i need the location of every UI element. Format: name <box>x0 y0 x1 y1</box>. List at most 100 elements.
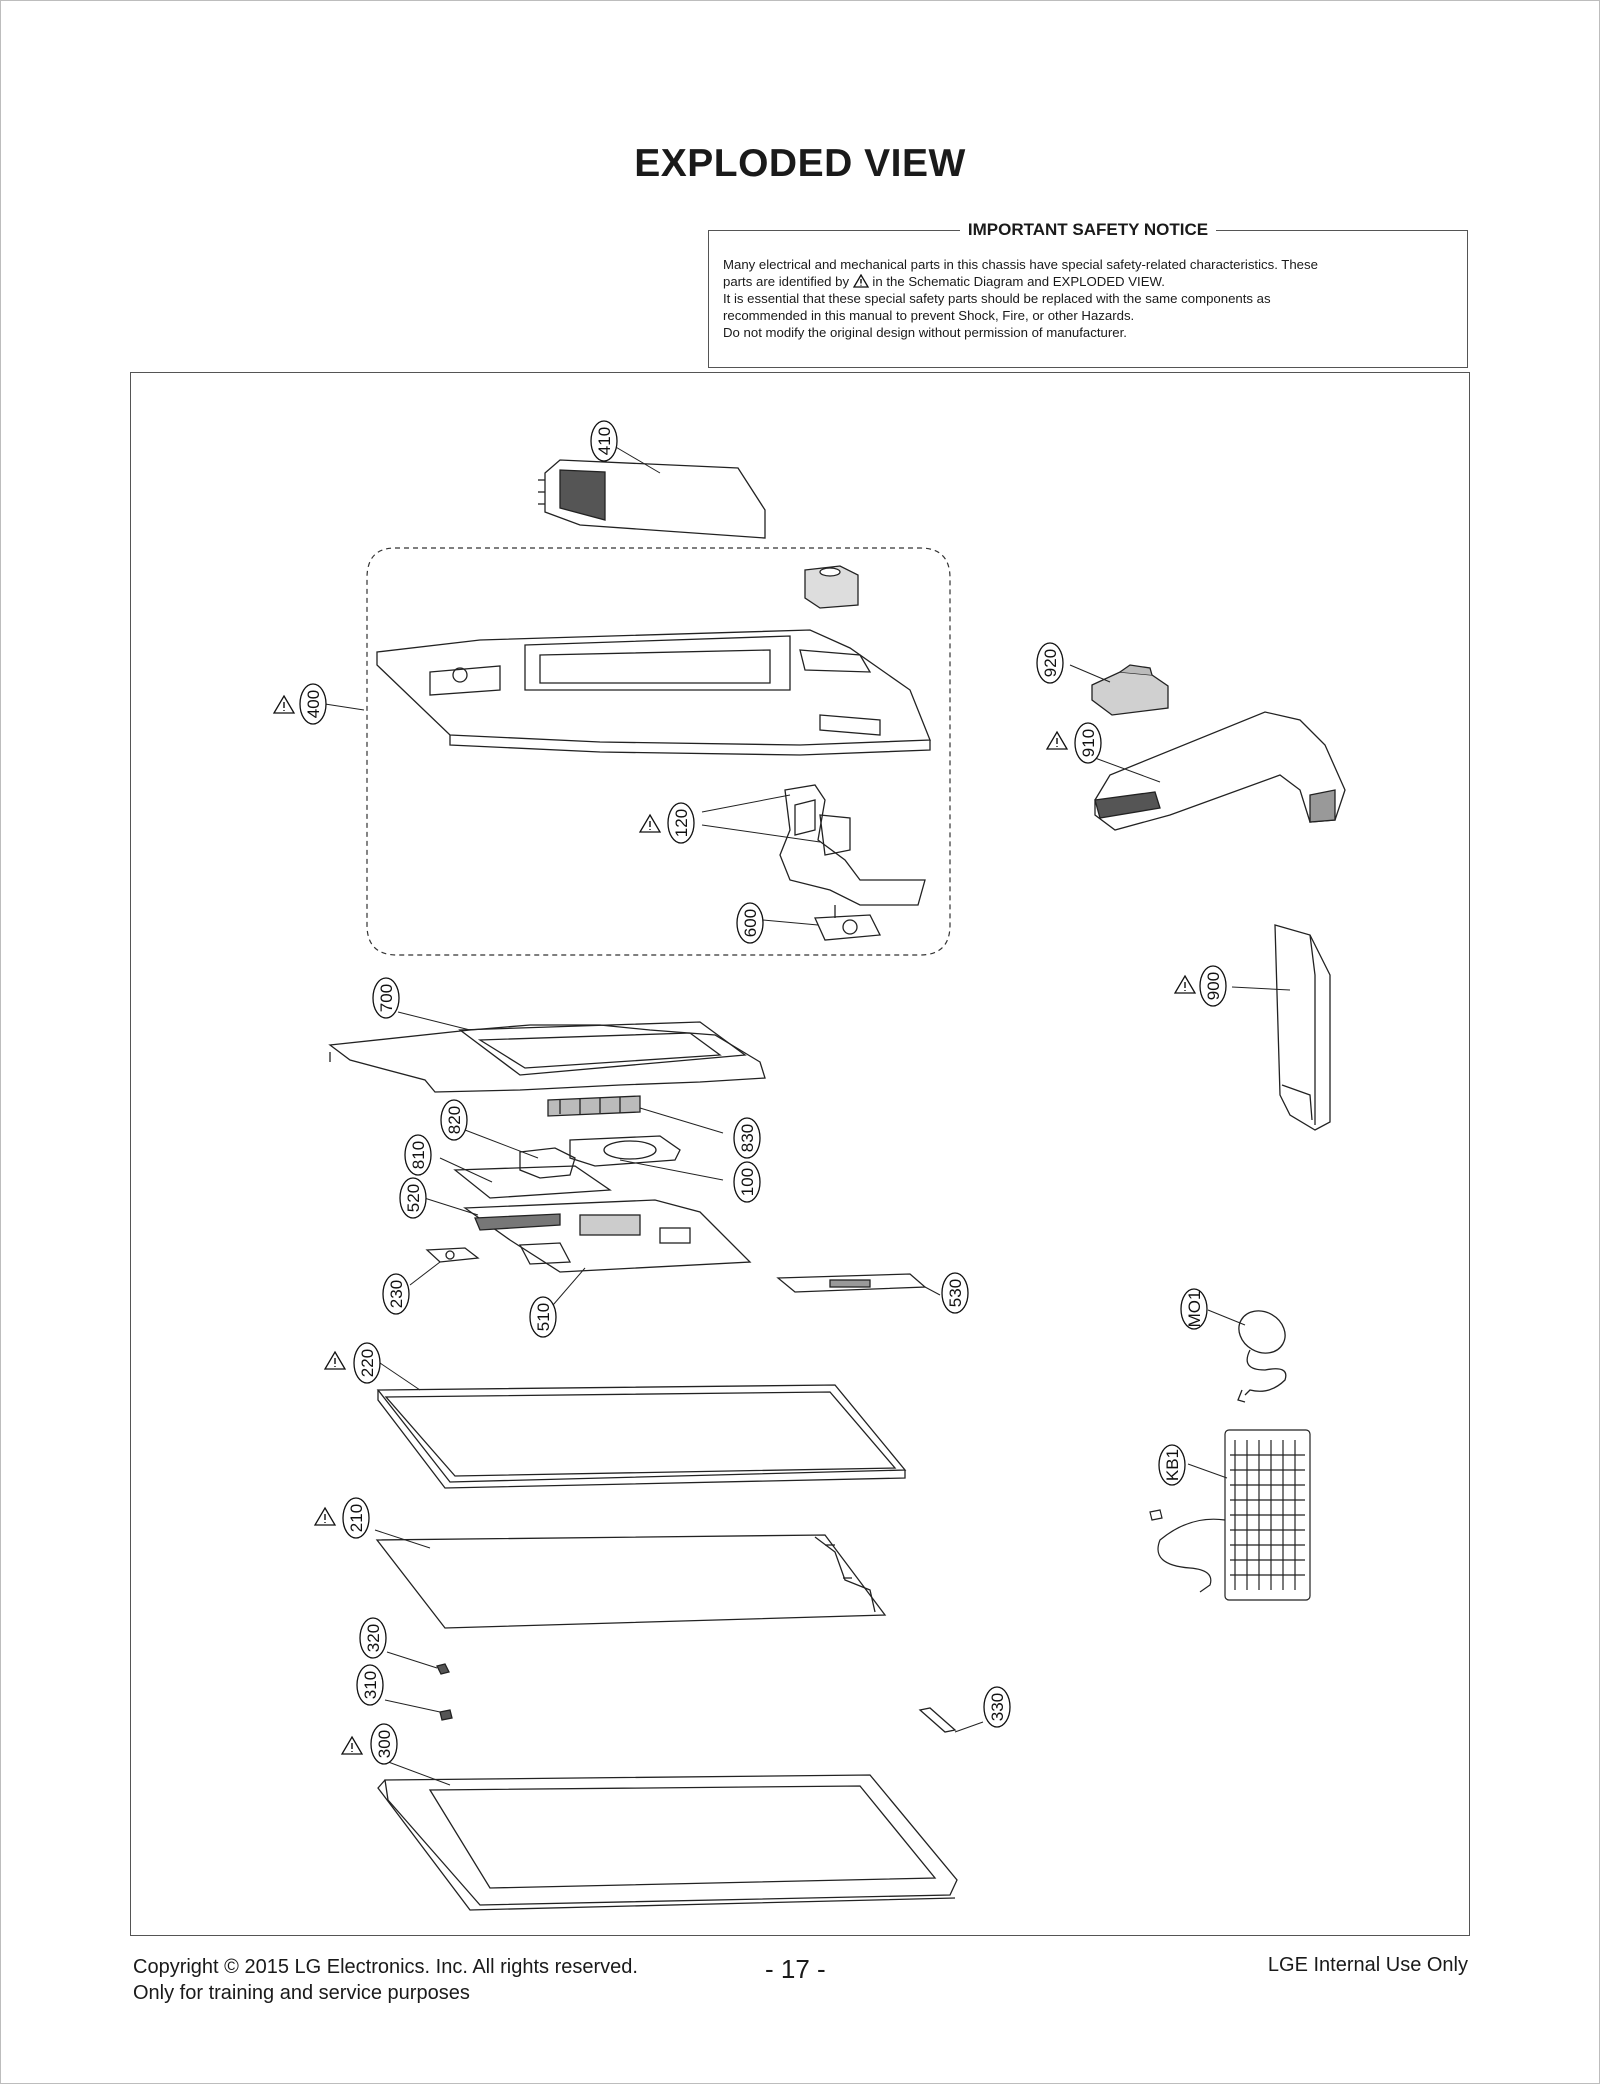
part-330-cable-drawing <box>918 1707 957 1733</box>
part-hinge-block-drawing <box>804 565 859 609</box>
balloon-310: 310 <box>356 1664 384 1706</box>
balloon-510-text: 510 <box>534 1303 553 1331</box>
part-100-fan-drawing <box>569 1135 681 1167</box>
part-320-clip-drawing <box>436 1663 450 1675</box>
notice-line-4: recommended in this manual to prevent Sh… <box>723 308 1135 323</box>
balloon-320-text: 320 <box>364 1624 383 1652</box>
balloon-700-text: 700 <box>377 984 396 1012</box>
part-310-clip-drawing <box>439 1709 453 1721</box>
balloon-810: 810 <box>404 1134 432 1176</box>
warning-icon-220 <box>324 1351 346 1370</box>
balloon-300-text: 300 <box>375 1730 394 1758</box>
safety-notice-box: IMPORTANT SAFETY NOTICE Many electrical … <box>708 220 1468 368</box>
warning-icon-400 <box>273 695 295 714</box>
balloon-kb1: KB1 <box>1158 1444 1186 1486</box>
balloon-530: 530 <box>941 1272 969 1314</box>
balloon-600: 600 <box>736 902 764 944</box>
balloon-330-text: 330 <box>988 1693 1007 1721</box>
part-kb1-keyboard-drawing <box>1149 1429 1311 1601</box>
warning-triangle-icon <box>852 273 869 288</box>
safety-notice-heading-wrap: IMPORTANT SAFETY NOTICE <box>709 220 1467 240</box>
part-820-heatpipe-drawing <box>519 1147 576 1179</box>
part-910-stand-arm-drawing <box>1094 711 1346 831</box>
warning-icon-210 <box>314 1507 336 1526</box>
balloon-230-text: 230 <box>387 1280 406 1308</box>
warning-icon-300 <box>341 1736 363 1755</box>
part-510-mainboard-drawing <box>463 1199 752 1273</box>
footer-left: Copyright © 2015 LG Electronics. Inc. Al… <box>133 1954 638 2006</box>
balloon-510: 510 <box>529 1296 557 1338</box>
balloon-530-text: 530 <box>946 1279 965 1307</box>
balloon-830: 830 <box>733 1117 761 1159</box>
balloon-410-text: 410 <box>595 427 614 455</box>
part-210-sheet-drawing <box>375 1534 887 1629</box>
balloon-920: 920 <box>1036 642 1064 684</box>
balloon-210-text: 210 <box>347 1504 366 1532</box>
part-400-rear-cover-drawing <box>376 629 931 756</box>
balloon-600-text: 600 <box>741 909 760 937</box>
notice-line-2a: parts are identified by <box>723 274 853 289</box>
balloon-220-text: 220 <box>358 1349 377 1377</box>
balloon-310-text: 310 <box>361 1671 380 1699</box>
balloon-900-text: 900 <box>1204 972 1223 1000</box>
balloon-820-text: 820 <box>445 1106 464 1134</box>
copyright-text: Copyright © 2015 LG Electronics. Inc. Al… <box>133 1956 638 1978</box>
warning-icon-900 <box>1174 975 1196 994</box>
balloon-320: 320 <box>359 1617 387 1659</box>
purpose-text: Only for training and service purposes <box>133 1982 470 2004</box>
internal-use-text: LGE Internal Use Only <box>1267 1954 1468 1976</box>
balloon-520: 520 <box>399 1177 427 1219</box>
notice-line-2: parts are identified by in the Schematic… <box>723 273 1453 290</box>
part-830-heatsink-drawing <box>547 1095 641 1117</box>
balloon-910: 910 <box>1074 722 1102 764</box>
balloon-kb1-text: KB1 <box>1163 1449 1182 1481</box>
part-120-speaker-drawing <box>779 784 926 906</box>
balloon-120: 120 <box>667 802 695 844</box>
notice-line-3: It is essential that these special safet… <box>723 291 1271 306</box>
balloon-220: 220 <box>353 1342 381 1384</box>
balloon-330: 330 <box>983 1686 1011 1728</box>
balloon-400: 400 <box>299 683 327 725</box>
balloon-820: 820 <box>440 1099 468 1141</box>
part-220-lcd-panel-drawing <box>376 1384 907 1489</box>
balloon-100-text: 100 <box>738 1168 757 1196</box>
balloon-900: 900 <box>1199 965 1227 1007</box>
part-900-stand-body-drawing <box>1274 924 1331 1131</box>
balloon-300: 300 <box>370 1723 398 1765</box>
balloon-120-text: 120 <box>672 809 691 837</box>
balloon-830-text: 830 <box>738 1124 757 1152</box>
part-230-small-board-drawing <box>425 1247 480 1263</box>
part-530-board-drawing <box>776 1273 927 1293</box>
safety-notice-heading: IMPORTANT SAFETY NOTICE <box>959 220 1217 239</box>
part-920-hinge-cap-drawing <box>1091 664 1169 716</box>
balloon-520-text: 520 <box>404 1184 423 1212</box>
balloon-910-text: 910 <box>1079 729 1098 757</box>
diagram-frame <box>130 372 1470 1936</box>
page-title: EXPLODED VIEW <box>634 142 966 185</box>
safety-notice-body: Many electrical and mechanical parts in … <box>723 256 1453 341</box>
part-300-bezel-drawing <box>377 1774 958 1911</box>
notice-line-1: Many electrical and mechanical parts in … <box>723 257 1318 272</box>
balloon-mo1-text: MO1 <box>1185 1291 1204 1328</box>
part-810-plate-drawing <box>453 1165 612 1199</box>
balloon-210: 210 <box>342 1497 370 1539</box>
balloon-400-text: 400 <box>304 690 323 718</box>
page-number: - 17 - <box>765 1954 826 1984</box>
part-mo1-mouse-drawing <box>1237 1310 1287 1403</box>
balloon-410: 410 <box>590 420 618 462</box>
warning-icon-910 <box>1046 731 1068 750</box>
part-700-chassis-frame-drawing <box>328 1021 766 1093</box>
group-400-dashed-box <box>366 547 951 956</box>
balloon-100: 100 <box>733 1161 761 1203</box>
notice-line-2b: in the Schematic Diagram and EXPLODED VI… <box>868 274 1165 289</box>
notice-line-5: Do not modify the original design withou… <box>723 325 1127 340</box>
part-410-cover-drawing <box>538 459 766 539</box>
balloon-920-text: 920 <box>1041 649 1060 677</box>
balloon-810-text: 810 <box>409 1141 428 1169</box>
balloon-700: 700 <box>372 977 400 1019</box>
balloon-mo1: MO1 <box>1180 1288 1208 1330</box>
warning-icon-120 <box>639 814 661 833</box>
balloon-230: 230 <box>382 1273 410 1315</box>
part-600-bracket-drawing <box>814 905 882 941</box>
